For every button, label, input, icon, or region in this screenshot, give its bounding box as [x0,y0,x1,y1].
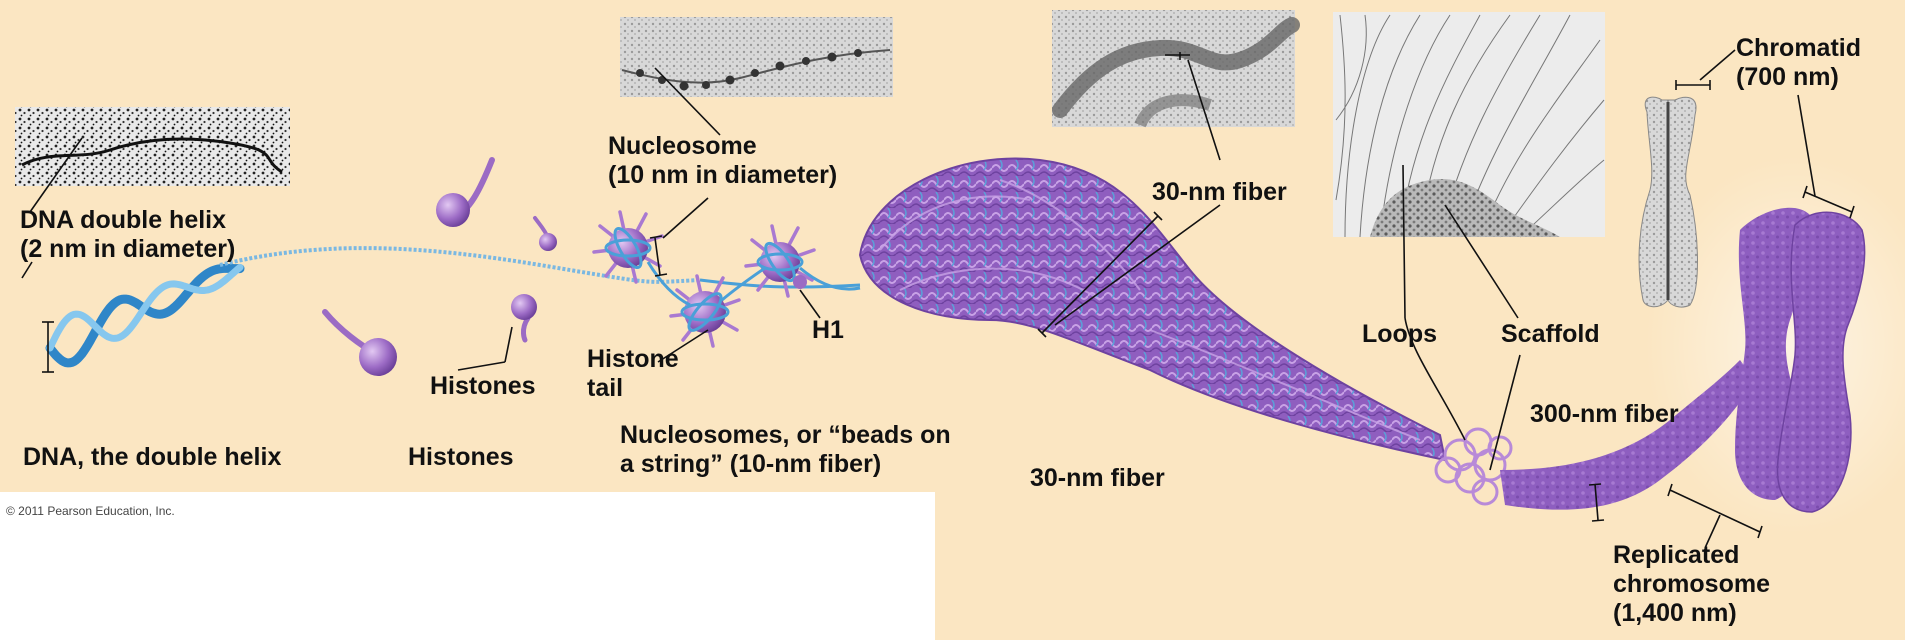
label-scaffold: Scaffold [1501,320,1600,349]
label-h1: H1 [812,316,844,345]
label-chromatid: Chromatid (700 nm) [1736,34,1861,92]
label-histone-tail: Histone tail [587,345,679,403]
caption-fiber-30nm: 30-nm fiber [1030,464,1165,493]
label-replicated-chromosome: Replicated chromosome (1,400 nm) [1613,541,1770,628]
label-fiber-300nm: 300-nm fiber [1530,400,1679,429]
nucleosome-micrograph [620,17,893,97]
caption-nucleosomes: Nucleosomes, or “beads on a string” (10-… [620,421,951,479]
caption-histones: Histones [408,443,514,472]
chromatid-micrograph [1639,97,1697,307]
label-dna-helix-diameter: DNA double helix (2 nm in diameter) [20,206,235,264]
copyright-notice: © 2011 Pearson Education, Inc. [6,504,175,518]
free-histones [325,160,557,376]
label-fiber-30nm-callout: 30-nm fiber [1152,178,1287,207]
fiber-30nm-micrograph [1052,10,1295,127]
label-histones-callout: Histones [430,372,536,401]
chromatin-loops [1436,429,1511,504]
h1-histone [793,275,807,289]
dna-double-helix [50,248,860,363]
label-loops: Loops [1362,320,1437,349]
caption-dna: DNA, the double helix [23,443,281,472]
label-nucleosome-diameter: Nucleosome (10 nm in diameter) [608,132,837,190]
loops-scaffold-micrograph [1333,12,1605,237]
